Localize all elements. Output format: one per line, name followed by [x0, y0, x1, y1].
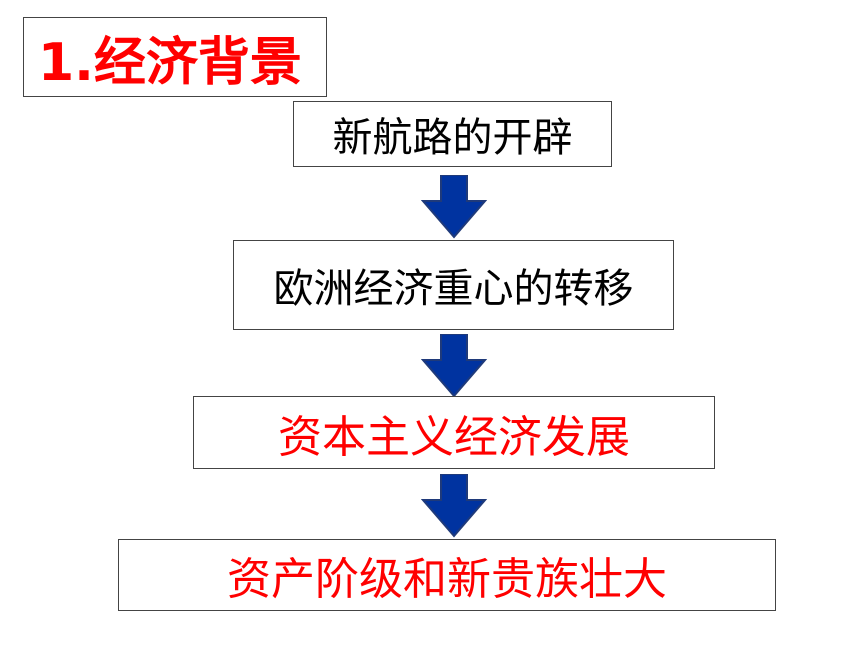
flow-step-4: 资产阶级和新贵族壮大 [118, 539, 776, 611]
flow-step-2: 欧洲经济重心的转移 [233, 240, 674, 330]
flow-step-1: 新航路的开辟 [293, 101, 612, 167]
flow-step-3: 资本主义经济发展 [193, 396, 715, 469]
down-arrow-icon [421, 334, 487, 398]
section-title: 1.经济背景 [23, 17, 327, 97]
down-arrow-icon [421, 474, 487, 538]
down-arrow-icon [421, 175, 487, 239]
